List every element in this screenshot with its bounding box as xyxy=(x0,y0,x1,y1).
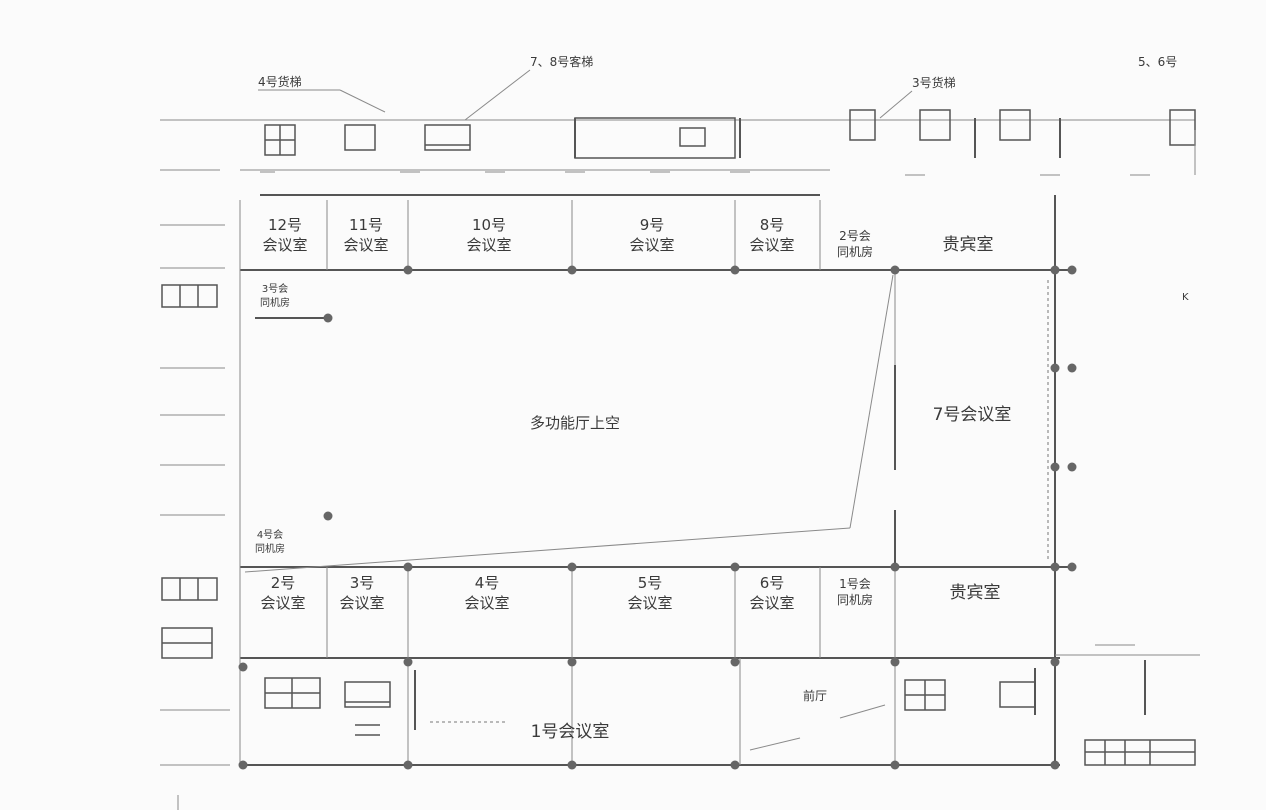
elevator-78-leader xyxy=(464,69,531,121)
svg-text:8号: 8号 xyxy=(760,216,785,234)
elevator-3-label: 3号货梯 xyxy=(912,75,956,90)
booth-2: 2号会 同机房 xyxy=(837,229,873,259)
elevator-4-label: 4号货梯 xyxy=(258,74,302,89)
hall-void-label: 多功能厅上空 xyxy=(530,414,620,432)
room-3: 3号 会议室 xyxy=(339,574,384,612)
elevator-icon xyxy=(344,681,391,708)
svg-text:3号: 3号 xyxy=(350,574,375,592)
svg-text:9号: 9号 xyxy=(640,216,665,234)
room-7-label: 7号会议室 xyxy=(933,405,1012,425)
stair-icon xyxy=(161,577,218,601)
stair-icon xyxy=(849,109,876,141)
elevator-icon xyxy=(999,109,1031,141)
room-2: 2号 会议室 xyxy=(260,574,305,612)
room-8: 8号 会议室 xyxy=(749,216,794,254)
svg-text:同机房: 同机房 xyxy=(260,296,290,309)
svg-text:会议室: 会议室 xyxy=(260,594,305,612)
svg-text:会议室: 会议室 xyxy=(749,236,794,254)
edge-marker: K xyxy=(1182,292,1189,303)
room-9: 9号 会议室 xyxy=(629,216,674,254)
top-annotations: 4号货梯 7、8号客梯 3号货梯 5、6号 xyxy=(258,54,1177,121)
svg-text:3号会: 3号会 xyxy=(262,282,288,295)
svg-text:12号: 12号 xyxy=(268,216,302,234)
svg-text:同机房: 同机房 xyxy=(255,542,285,555)
lower-section: 前厅 1号会议室 xyxy=(430,688,886,751)
svg-text:会议室: 会议室 xyxy=(339,594,384,612)
elevator-icon xyxy=(999,681,1036,708)
room-6: 6号 会议室 xyxy=(749,574,794,612)
top-service-strip xyxy=(160,109,1196,196)
svg-text:4号会: 4号会 xyxy=(257,528,283,541)
central-area: 3号会 同机房 多功能厅上空 7号会议室 4号会 同机房 xyxy=(255,282,1011,555)
svg-text:会议室: 会议室 xyxy=(262,236,307,254)
elevator-icon xyxy=(679,127,706,147)
room-4: 4号 会议室 xyxy=(464,574,509,612)
columns xyxy=(238,265,1077,770)
svg-text:会议室: 会议室 xyxy=(629,236,674,254)
lobby-label: 前厅 xyxy=(803,688,827,703)
booth-4: 4号会 同机房 xyxy=(255,528,285,555)
svg-text:会议室: 会议室 xyxy=(466,236,511,254)
booth-1: 1号会 同机房 xyxy=(837,577,873,607)
svg-text:同机房: 同机房 xyxy=(837,244,873,259)
bottom-service: K xyxy=(264,130,1196,766)
elevator-3-leader xyxy=(879,90,913,119)
elevator-4-leader xyxy=(339,89,386,113)
vip-room-bottom: 贵宾室 xyxy=(950,583,1001,603)
service-room-outline xyxy=(574,117,736,159)
top-rooms: 12号 会议室 11号 会议室 10号 会议室 9号 会议室 8号 会议室 2号… xyxy=(262,216,993,259)
svg-text:同机房: 同机房 xyxy=(837,592,873,607)
svg-text:5号: 5号 xyxy=(638,574,663,592)
svg-text:会议室: 会议室 xyxy=(343,236,388,254)
room-10: 10号 会议室 xyxy=(466,216,511,254)
stair-icon xyxy=(1169,109,1196,146)
structural-walls xyxy=(239,195,1200,766)
left-edge xyxy=(160,119,230,810)
svg-text:11号: 11号 xyxy=(349,216,383,234)
svg-text:4号: 4号 xyxy=(475,574,500,592)
svg-text:会议室: 会议室 xyxy=(627,594,672,612)
elevator-78-label: 7、8号客梯 xyxy=(530,54,593,69)
elevator-icon xyxy=(424,124,471,151)
svg-text:会议室: 会议室 xyxy=(749,594,794,612)
room-1-label: 1号会议室 xyxy=(531,722,610,742)
elevator-icon xyxy=(344,124,376,151)
room-11: 11号 会议室 xyxy=(343,216,388,254)
svg-text:会议室: 会议室 xyxy=(464,594,509,612)
booth-3: 3号会 同机房 xyxy=(260,282,290,309)
elevator-56-label: 5、6号 xyxy=(1138,55,1177,69)
stair-icon xyxy=(161,284,218,308)
room-12: 12号 会议室 xyxy=(262,216,307,254)
svg-text:2号会: 2号会 xyxy=(839,229,871,243)
room-5: 5号 会议室 xyxy=(627,574,672,612)
svg-text:10号: 10号 xyxy=(472,216,506,234)
svg-text:6号: 6号 xyxy=(760,574,785,592)
bottom-rooms: 2号 会议室 3号 会议室 4号 会议室 5号 会议室 6号 会议室 1号会 同… xyxy=(260,574,1000,612)
vip-room-top: 贵宾室 xyxy=(943,235,994,255)
elevator-icon xyxy=(919,109,951,141)
svg-text:1号会: 1号会 xyxy=(839,577,871,591)
svg-text:2号: 2号 xyxy=(271,574,296,592)
